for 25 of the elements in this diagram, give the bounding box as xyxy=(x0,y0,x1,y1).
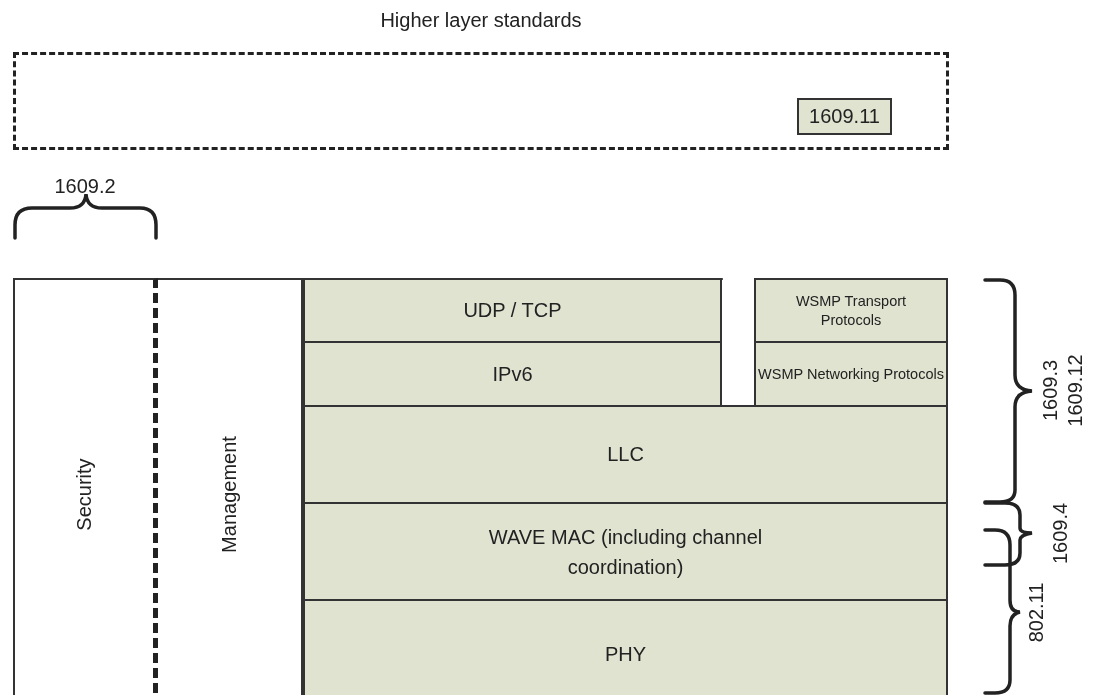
standard-label: 1609.2 xyxy=(54,174,116,198)
standard-label: 1609.12 xyxy=(1063,353,1087,427)
layer-box xyxy=(303,278,722,343)
layer-box xyxy=(303,405,948,504)
layer-label: WAVE MAC (including channel coordination) xyxy=(487,524,764,580)
layer-label: 1609.11 xyxy=(809,104,880,129)
layer-box xyxy=(754,341,948,407)
layer-box xyxy=(754,278,948,343)
layer-label: IPv6 xyxy=(492,361,533,387)
layer-label: PHY xyxy=(604,641,647,667)
layer-label: WSMP Networking Protocols xyxy=(758,364,944,384)
layer-label: Security xyxy=(72,457,96,531)
layer-heading: Higher layer standards xyxy=(379,8,583,33)
standard-label: 802.11 xyxy=(1025,582,1049,642)
layer-label: WSMP Transport Protocols xyxy=(794,291,908,330)
layer-label: UDP / TCP xyxy=(463,298,562,323)
layer-label: LLC xyxy=(607,442,644,467)
layer-label: Management xyxy=(218,435,241,553)
layer-box xyxy=(303,502,948,601)
standard-label: 1609.3 xyxy=(1038,359,1062,421)
layer-box xyxy=(13,278,158,695)
layer-box xyxy=(797,98,892,135)
layer-box xyxy=(303,341,722,407)
standard-label: 1609.4 xyxy=(1048,502,1072,564)
layer-box xyxy=(303,599,948,695)
